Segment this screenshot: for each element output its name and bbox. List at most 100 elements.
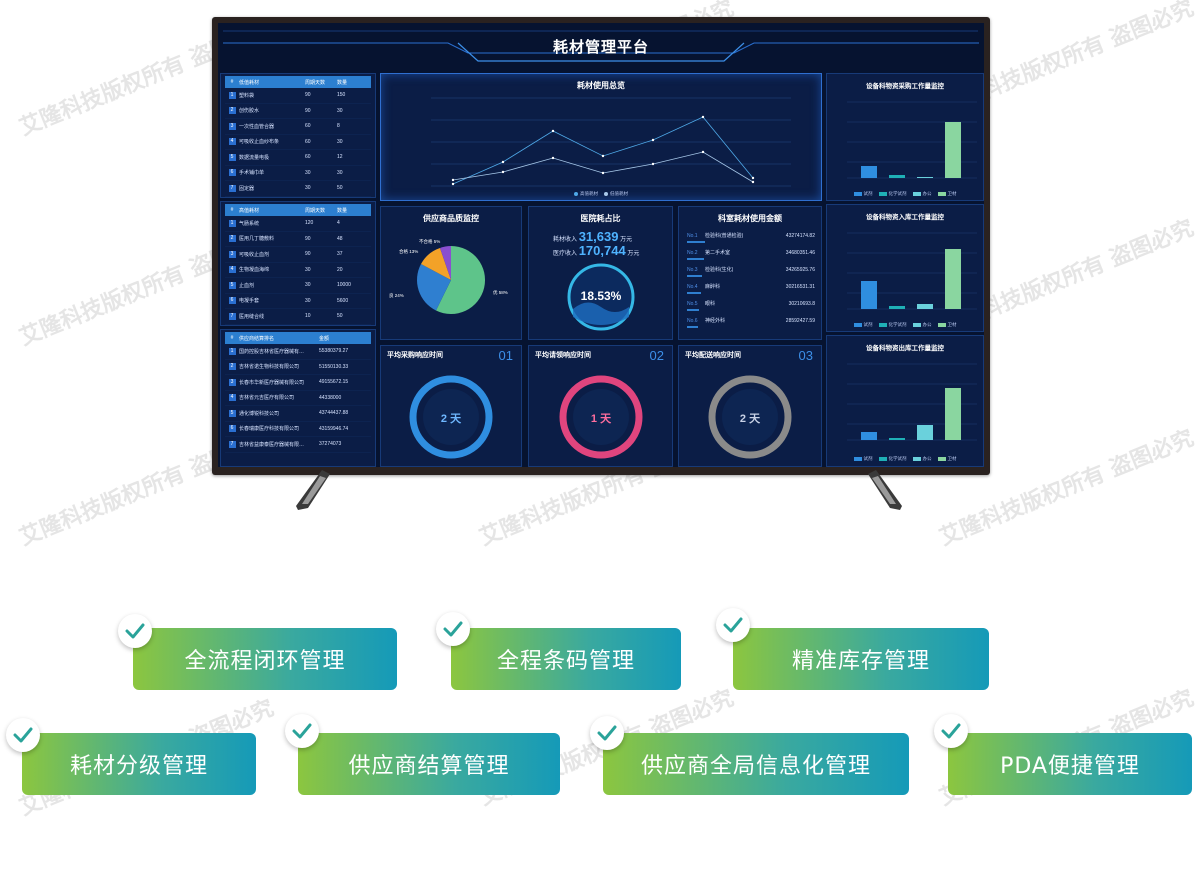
right-legend-1: 试剂 化学试剂 办公 卫材 bbox=[827, 191, 983, 197]
ratio-panel: 医院耗占比 耗材收入 31,639 万元 医疗收入 170,744 万元 18.… bbox=[528, 206, 673, 340]
row-index: 3 bbox=[228, 122, 236, 130]
row-index: 5 bbox=[228, 409, 236, 417]
right-chart-2: 设备科物资入库工作量监控 试剂 化学试剂 办公 卫材 bbox=[826, 204, 984, 332]
bar-chart-3 bbox=[847, 363, 977, 441]
dept-progress-bar bbox=[687, 309, 699, 311]
ratio-gauge bbox=[567, 263, 635, 331]
row-index: 7 bbox=[228, 312, 236, 320]
feature-supplier-info: 供应商全局信息化管理 bbox=[603, 733, 909, 795]
feature-grading: 耗材分级管理 bbox=[22, 733, 256, 795]
right-legend-2: 试剂 化学试剂 办公 卫材 bbox=[827, 322, 983, 328]
row-index: 5 bbox=[228, 281, 236, 289]
check-icon bbox=[285, 714, 319, 748]
dept-title: 科室耗材使用金额 bbox=[718, 214, 782, 223]
bar-chart-2 bbox=[847, 232, 977, 310]
usage-line-chart bbox=[431, 97, 791, 187]
feature-closed-loop: 全流程闭环管理 bbox=[133, 628, 397, 690]
bar-chart-1 bbox=[847, 101, 977, 179]
tv-stand-left bbox=[296, 470, 330, 510]
right-chart-1: 设备科物资采购工作量监控 试剂 化学试剂 办公 卫材 bbox=[826, 73, 984, 201]
row-index: 4 bbox=[228, 266, 236, 274]
dept-progress-bar bbox=[687, 292, 701, 294]
row-index: 2 bbox=[228, 235, 236, 243]
check-icon bbox=[6, 718, 40, 752]
feature-pda: PDA便捷管理 bbox=[948, 733, 1192, 795]
row-index: 6 bbox=[228, 169, 236, 177]
ratio-title: 医院耗占比 bbox=[580, 214, 621, 223]
usage-chart-title: 耗材使用总览 bbox=[577, 81, 625, 90]
quality-pie-chart bbox=[417, 246, 486, 314]
row-index: 2 bbox=[228, 107, 236, 115]
feature-inventory: 精准库存管理 bbox=[733, 628, 989, 690]
row-index: 4 bbox=[228, 394, 236, 402]
dashboard-header: 耗材管理平台 bbox=[218, 23, 984, 69]
check-icon bbox=[118, 614, 152, 648]
ratio-percent: 18.53% bbox=[580, 289, 622, 303]
response-ring-3 bbox=[708, 375, 792, 459]
table-header: # 低值耗材 周期天数 数量 bbox=[225, 76, 371, 88]
response-panel-2: 平均请领响应时间 02 1 天 bbox=[528, 345, 673, 467]
header-decoration bbox=[223, 30, 979, 62]
usage-chart-panel: 耗材使用总览 高值耗材 低值耗材 bbox=[380, 73, 822, 201]
right-chart-3: 设备科物资出库工作量监控 试剂 化学试剂 办公 卫材 bbox=[826, 335, 984, 467]
check-icon bbox=[934, 714, 968, 748]
tv-stand-right bbox=[868, 470, 902, 510]
dept-progress-bar bbox=[687, 241, 705, 243]
right-legend-3: 试剂 化学试剂 办公 卫材 bbox=[827, 456, 983, 462]
quality-title: 供应商品质监控 bbox=[423, 214, 479, 223]
row-index: 4 bbox=[228, 138, 236, 146]
response-panel-3: 平均配送响应时间 03 2 天 bbox=[678, 345, 822, 467]
quality-panel: 供应商品质监控 不合格 5% 合格 13% 良 24% 优 58% bbox=[380, 206, 522, 340]
table-header: # 供应商结算排名 金额 bbox=[225, 332, 371, 344]
dept-progress-bar bbox=[687, 258, 704, 260]
feature-supplier-settlement: 供应商结算管理 bbox=[298, 733, 560, 795]
row-index: 1 bbox=[228, 91, 236, 99]
dept-progress-bar bbox=[687, 326, 698, 328]
dept-progress-bar bbox=[687, 275, 702, 277]
row-index: 2 bbox=[228, 363, 236, 371]
feature-barcode: 全程条码管理 bbox=[451, 628, 681, 690]
page-title: 耗材管理平台 bbox=[552, 39, 649, 56]
row-index: 3 bbox=[228, 378, 236, 386]
row-index: 6 bbox=[228, 425, 236, 433]
row-index: 7 bbox=[228, 440, 236, 448]
row-index: 5 bbox=[228, 153, 236, 161]
check-icon bbox=[590, 716, 624, 750]
row-index: 7 bbox=[228, 184, 236, 192]
response-ring-2 bbox=[559, 375, 643, 459]
check-icon bbox=[716, 608, 750, 642]
response-ring-1 bbox=[409, 375, 493, 459]
row-index: 3 bbox=[228, 250, 236, 258]
row-index: 1 bbox=[228, 219, 236, 227]
check-icon bbox=[436, 612, 470, 646]
